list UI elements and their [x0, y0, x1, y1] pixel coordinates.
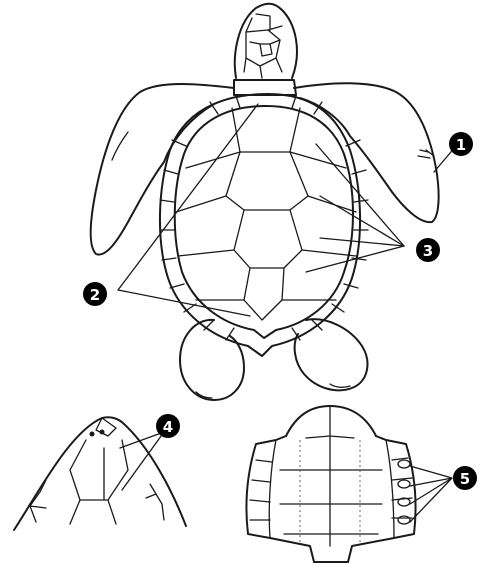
marker-2: 2	[83, 282, 107, 306]
scute-marker	[398, 460, 410, 468]
turtle-head	[234, 4, 297, 95]
carapace-scutes-detail	[246, 406, 452, 562]
marker-4: 4	[156, 414, 180, 438]
scute-marker	[398, 480, 410, 488]
marker-4-label: 4	[163, 418, 173, 436]
right-rear-flipper	[295, 319, 368, 390]
leader-line-3b	[320, 196, 404, 246]
marker-5-label: 5	[460, 470, 470, 488]
marker-1-label: 1	[456, 136, 466, 154]
leader-line-4b	[122, 432, 164, 490]
marker-3-label: 3	[423, 242, 433, 260]
marker-1: 1	[449, 132, 473, 156]
left-front-flipper	[91, 84, 234, 255]
turtle-dorsal-view	[91, 4, 456, 400]
scute-marker	[398, 516, 410, 524]
nostril-icon	[90, 432, 95, 437]
carapace	[160, 94, 368, 356]
marker-5: 5	[453, 466, 477, 490]
leader-line-2a	[118, 104, 258, 290]
marker-2-label: 2	[90, 286, 100, 304]
nostril-icon	[100, 430, 105, 435]
marker-3: 3	[416, 238, 440, 262]
